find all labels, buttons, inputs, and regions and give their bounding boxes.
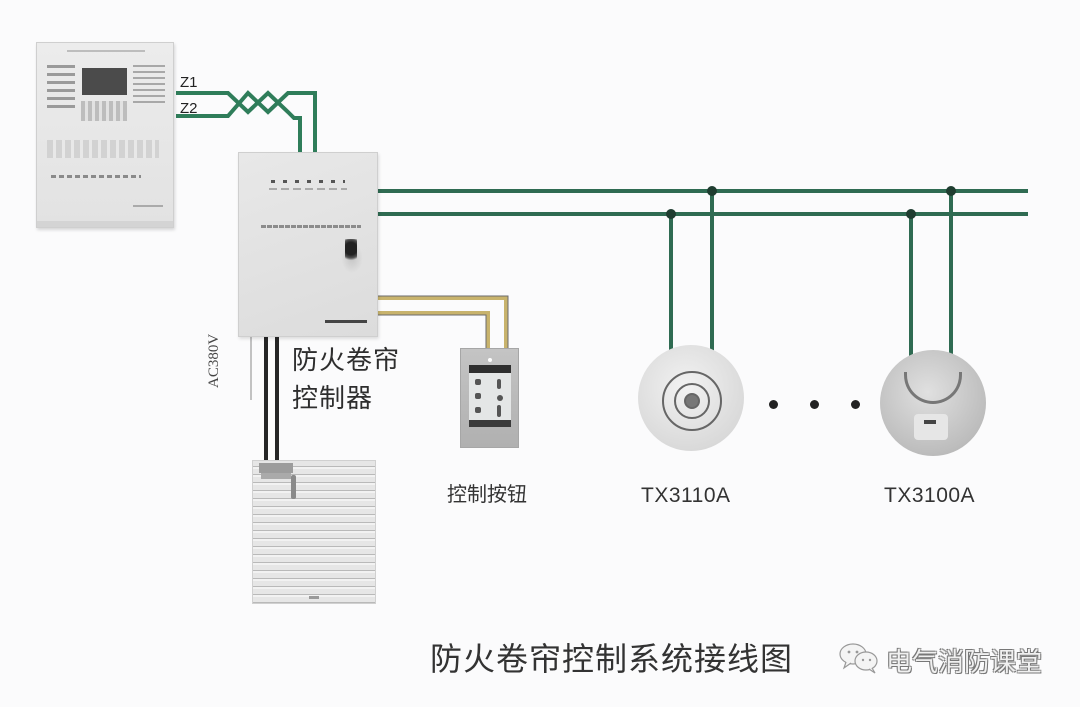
wechat-icon — [839, 643, 878, 674]
power-wires — [264, 337, 279, 465]
down-icon — [475, 407, 481, 413]
smoke-detector-tx3110a — [638, 345, 744, 451]
watermark: 电气消防课堂 — [886, 648, 1043, 678]
shutter-motor — [259, 463, 293, 473]
ellipsis-dot — [851, 400, 860, 409]
panel-keypad — [81, 101, 127, 121]
controller-label-line2: 控制器 — [292, 384, 374, 414]
z1-label: Z1 — [180, 74, 198, 91]
heat-detector-tx3100a — [880, 350, 986, 456]
diagram-title: 防火卷帘控制系统接线图 — [430, 640, 794, 678]
up-icon — [475, 379, 481, 385]
controller-label-line1: 防火卷帘 — [292, 346, 401, 376]
button-wires — [378, 296, 508, 348]
junction-dots — [666, 186, 956, 219]
detector2-label: TX3100A — [884, 484, 976, 507]
shutter-controller — [238, 152, 378, 337]
key-switch-icon — [345, 239, 357, 263]
detector-bus — [378, 189, 1028, 356]
controller-indicator-leds — [271, 180, 345, 183]
control-button-label: 控制按钮 — [447, 482, 527, 506]
panel-display — [82, 68, 127, 95]
ac380v-label: AC380V — [206, 333, 222, 388]
ellipsis-dot — [769, 400, 778, 409]
stop-icon — [475, 393, 481, 399]
button-wire-outline — [378, 295, 509, 348]
z-bus-wires — [176, 90, 317, 152]
rolling-shutter — [252, 460, 376, 604]
z2-label: Z2 — [180, 100, 198, 117]
ellipsis-dot — [810, 400, 819, 409]
controller-label: 防火卷帘 控制器 — [292, 342, 422, 418]
fire-alarm-panel — [36, 42, 174, 228]
control-button-panel — [460, 348, 519, 448]
detector1-label: TX3110A — [641, 484, 731, 507]
